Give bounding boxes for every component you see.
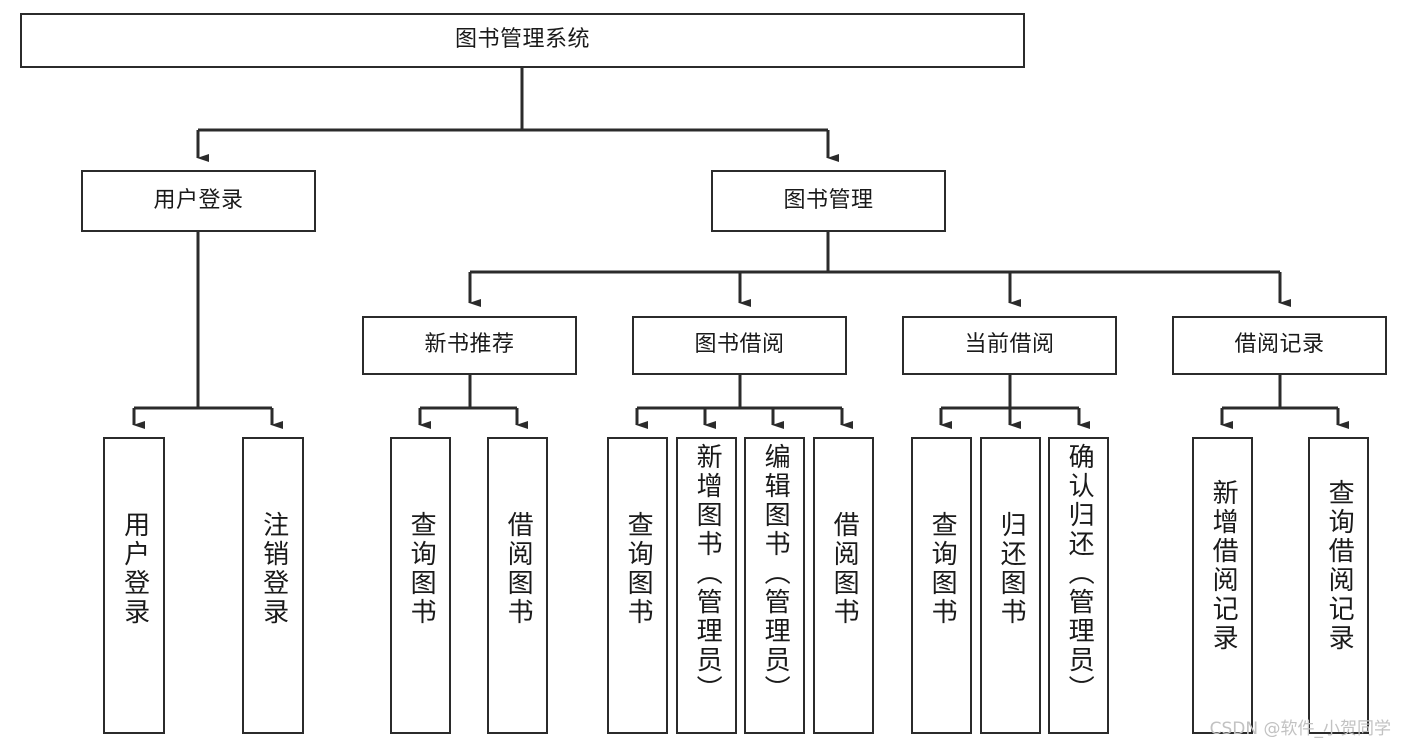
node-book-borrow[interactable]: 图书借阅 [632,316,847,375]
node-current-borrow[interactable]: 当前借阅 [902,316,1117,375]
leaf-query-book-3[interactable]: 查询图书 [911,437,972,734]
node-user-login[interactable]: 用户登录 [81,170,316,232]
leaf-edit-book[interactable]: 编辑图书（管理员） [744,437,805,734]
node-user-login-label: 用户登录 [153,187,244,213]
watermark-text: CSDN @软件_小贺同学 [1209,719,1391,739]
node-root[interactable]: 图书管理系统 [20,13,1025,68]
leaf-logout-login-label: 注销登录 [258,511,289,627]
leaf-query-book-2-label: 查询图书 [623,511,654,627]
node-new-book-recommend-label: 新书推荐 [424,332,515,358]
leaf-confirm-return[interactable]: 确认归还（管理员） [1048,437,1109,734]
node-new-book-recommend[interactable]: 新书推荐 [362,316,577,375]
leaf-borrow-book-2-label: 借阅图书 [829,511,860,627]
leaf-user-login-label: 用户登录 [119,511,150,627]
leaf-add-book-label: 新增图书（管理员） [692,443,723,704]
leaf-borrow-book-2[interactable]: 借阅图书 [813,437,874,734]
node-root-label: 图书管理系统 [454,27,590,53]
leaf-query-book-1[interactable]: 查询图书 [390,437,451,734]
leaf-query-record-label: 查询借阅记录 [1324,479,1355,653]
leaf-add-record[interactable]: 新增借阅记录 [1192,437,1253,734]
leaf-borrow-book-1[interactable]: 借阅图书 [487,437,548,734]
leaf-user-login[interactable]: 用户登录 [103,437,165,734]
leaf-logout-login[interactable]: 注销登录 [242,437,304,734]
node-current-borrow-label: 当前借阅 [964,332,1055,358]
node-book-borrow-label: 图书借阅 [694,332,785,358]
leaf-add-book[interactable]: 新增图书（管理员） [676,437,737,734]
node-book-manage[interactable]: 图书管理 [711,170,946,232]
node-borrow-record-label: 借阅记录 [1234,332,1325,358]
leaf-query-book-3-label: 查询图书 [927,511,958,627]
leaf-confirm-return-label: 确认归还（管理员） [1064,443,1095,704]
leaf-borrow-book-1-label: 借阅图书 [503,511,534,627]
leaf-return-book[interactable]: 归还图书 [980,437,1041,734]
leaf-query-book-2[interactable]: 查询图书 [607,437,668,734]
leaf-query-book-1-label: 查询图书 [406,511,437,627]
node-borrow-record[interactable]: 借阅记录 [1172,316,1387,375]
node-book-manage-label: 图书管理 [783,187,874,213]
leaf-query-record[interactable]: 查询借阅记录 [1308,437,1369,734]
leaf-return-book-label: 归还图书 [996,511,1027,627]
leaf-edit-book-label: 编辑图书（管理员） [760,443,791,704]
leaf-add-record-label: 新增借阅记录 [1208,479,1239,653]
